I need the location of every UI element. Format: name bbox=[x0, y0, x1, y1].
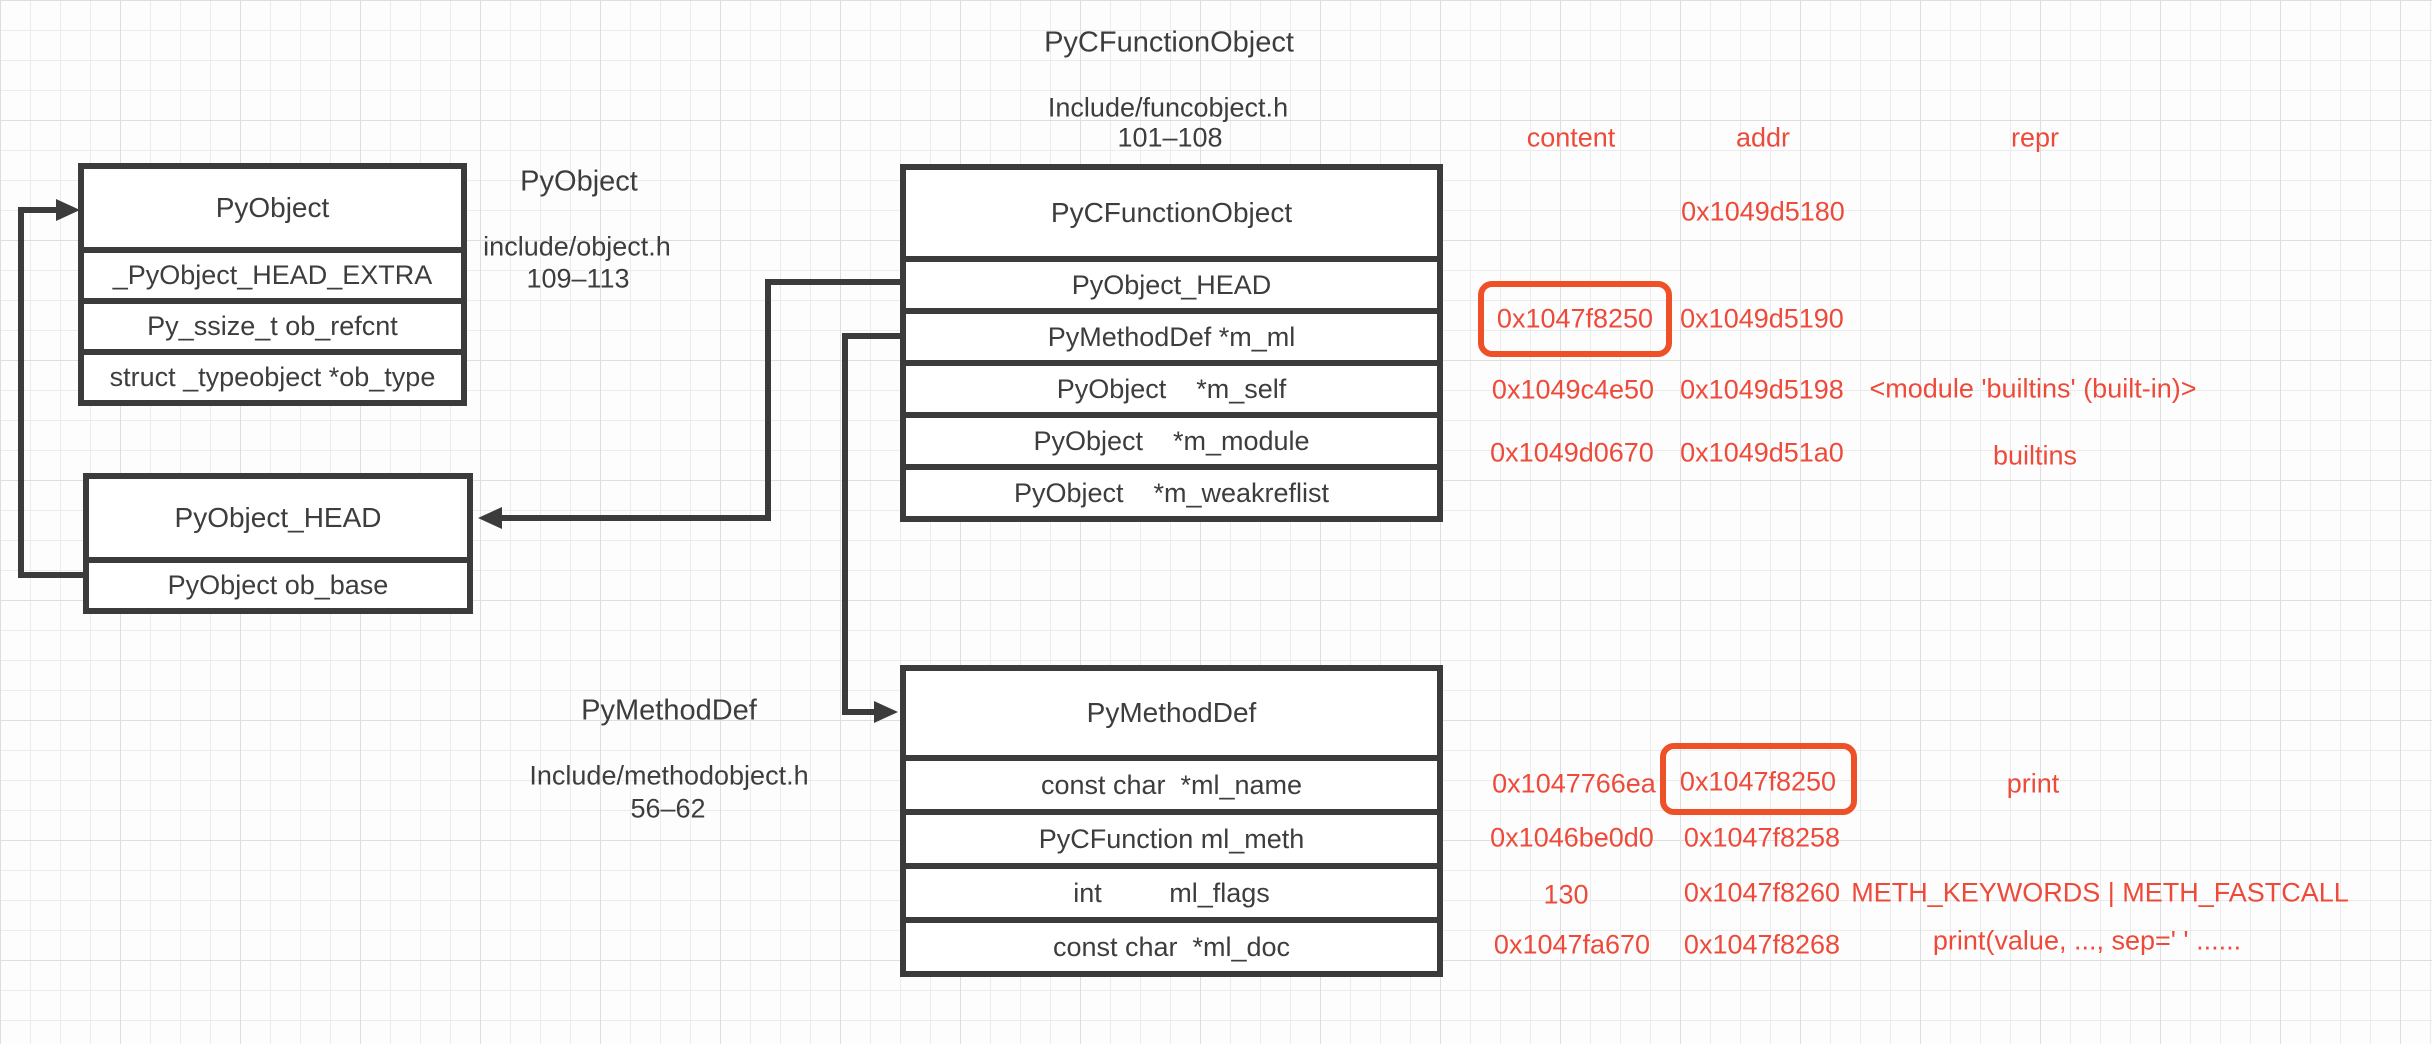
struct-box-pyobject: PyObject _PyObject_HEAD_EXTRA Py_ssize_t… bbox=[78, 163, 467, 406]
struct-box-pymethoddef: PyMethodDef const char *ml_name PyCFunct… bbox=[900, 665, 1443, 977]
struct-row-ml-doc: const char *ml_doc bbox=[906, 917, 1437, 971]
value-cfunc-mmodule-content: 0x1049d0670 bbox=[1490, 437, 1654, 468]
value-mdef-mlmeth-content: 0x1046be0d0 bbox=[1490, 822, 1654, 853]
value-mdef-mlflags-repr: METH_KEYWORDS | METH_FASTCALL bbox=[1851, 877, 2349, 908]
struct-row-m-self: PyObject *m_self bbox=[906, 360, 1437, 412]
struct-row-ml-meth: PyCFunction ml_meth bbox=[906, 809, 1437, 863]
value-cfunc-mmodule-addr: 0x1049d51a0 bbox=[1680, 437, 1844, 468]
highlight-box-mml-content bbox=[1478, 281, 1672, 357]
value-mdef-mlname-content: 0x1047766ea bbox=[1492, 768, 1656, 799]
value-cfunc-mself-content: 0x1049c4e50 bbox=[1491, 374, 1655, 405]
struct-row-ml-flags: int ml_flags bbox=[906, 863, 1437, 917]
value-mdef-mlmeth-addr: 0x1047f8258 bbox=[1683, 822, 1841, 853]
value-cfunc-mself-repr: <module 'builtins' (built-in)> bbox=[1869, 373, 2197, 404]
struct-title-pyobject-head: PyObject_HEAD bbox=[174, 502, 382, 533]
value-mdef-mldoc-addr: 0x1047f8268 bbox=[1683, 929, 1841, 960]
struct-box-pycfunctionobject: PyCFunctionObject PyObject_HEAD PyMethod… bbox=[900, 164, 1443, 522]
struct-row-ml-name: const char *ml_name bbox=[906, 755, 1437, 809]
value-mdef-mldoc-content: 0x1047fa670 bbox=[1493, 929, 1651, 960]
struct-box-pyobject-head: PyObject_HEAD PyObject ob_base bbox=[83, 473, 473, 614]
struct-title-pycfunctionobject: PyCFunctionObject bbox=[1050, 197, 1293, 228]
highlight-box-mlname-addr bbox=[1660, 743, 1857, 815]
label-pymethoddef-lines: 56–62 bbox=[630, 793, 706, 824]
arrowhead-pyobject bbox=[56, 199, 80, 221]
wire-mml-to-pymethoddef bbox=[842, 333, 900, 715]
struct-row-ob-refcnt: Py_ssize_t ob_refcnt bbox=[84, 298, 461, 349]
struct-title-pymethoddef: PyMethodDef bbox=[1086, 697, 1257, 728]
value-mdef-mlname-repr: print bbox=[2006, 768, 2060, 799]
value-cfunc-mmodule-repr: builtins bbox=[1992, 440, 2078, 471]
struct-row-head-extra: _PyObject_HEAD_EXTRA bbox=[84, 247, 461, 298]
value-cfunc-title-addr: 0x1049d5180 bbox=[1681, 196, 1845, 227]
value-mdef-mlflags-content: 130 bbox=[1543, 879, 1589, 910]
arrowhead-pymethoddef bbox=[874, 701, 898, 723]
value-cfunc-mml-addr: 0x1049d5190 bbox=[1680, 303, 1844, 334]
struct-row-m-module: PyObject *m_module bbox=[906, 412, 1437, 464]
label-pyobject-lines: 109–113 bbox=[526, 263, 630, 294]
column-header-addr: addr bbox=[1735, 122, 1791, 153]
struct-row-ob-type: struct _typeobject *ob_type bbox=[84, 349, 461, 400]
struct-row-m-ml: PyMethodDef *m_ml bbox=[906, 308, 1437, 360]
struct-row-pyobject-head: PyObject_HEAD bbox=[906, 256, 1437, 308]
arrowhead-pyobjecthead bbox=[478, 507, 502, 529]
label-pyobject-name: PyObject bbox=[520, 165, 638, 198]
struct-row-ob-base: PyObject ob_base bbox=[89, 557, 467, 608]
value-mdef-mlname-addr: 0x1047f8250 bbox=[1679, 766, 1837, 797]
label-pymethoddef-file: Include/methodobject.h bbox=[529, 760, 809, 791]
top-title-lines: 101–108 bbox=[1117, 122, 1223, 153]
value-cfunc-mml-content: 0x1047f8250 bbox=[1496, 303, 1654, 334]
value-cfunc-mself-addr: 0x1049d5198 bbox=[1680, 374, 1844, 405]
struct-title-pyobject: PyObject bbox=[215, 192, 330, 223]
wire-head-to-pyobjecthead bbox=[502, 279, 900, 521]
column-header-content: content bbox=[1526, 122, 1616, 153]
wire-obbase-to-pyobject bbox=[18, 207, 86, 578]
top-title-file: Include/funcobject.h bbox=[1047, 92, 1289, 123]
value-mdef-mldoc-repr: print(value, ..., sep=' ' ...... bbox=[1932, 925, 2242, 956]
label-pyobject-file: include/object.h bbox=[483, 231, 671, 262]
struct-row-m-weakreflist: PyObject *m_weakreflist bbox=[906, 464, 1437, 516]
value-mdef-mlflags-addr: 0x1047f8260 bbox=[1683, 877, 1841, 908]
top-title: PyCFunctionObject bbox=[1044, 26, 1294, 59]
label-pymethoddef-name: PyMethodDef bbox=[581, 694, 757, 727]
column-header-repr: repr bbox=[2010, 122, 2060, 153]
